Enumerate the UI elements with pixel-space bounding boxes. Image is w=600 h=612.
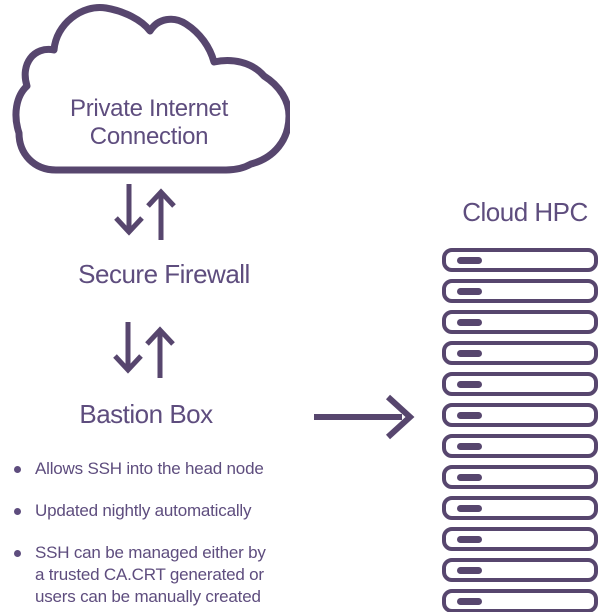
server-unit	[442, 372, 598, 396]
bullet-dot-icon	[14, 550, 21, 557]
server-led-icon	[457, 442, 482, 450]
cloud-hpc-title: Cloud HPC	[462, 197, 588, 227]
bullet-dot-icon	[14, 466, 21, 473]
bidirectional-arrows-top	[110, 184, 182, 242]
server-led-icon	[457, 473, 482, 481]
server-led-icon	[457, 566, 482, 574]
bullet-dot-icon	[14, 508, 21, 515]
up-arrow-icon	[146, 188, 176, 240]
server-unit	[442, 589, 598, 612]
server-unit	[442, 403, 598, 427]
list-item: Updated nightly automatically	[14, 500, 324, 522]
server-led-icon	[457, 411, 482, 419]
server-unit	[442, 310, 598, 334]
bidirectional-arrows-bottom	[109, 322, 181, 380]
bullet-text: Updated nightly automatically	[35, 501, 252, 520]
up-arrow-icon	[145, 326, 175, 378]
server-unit	[442, 434, 598, 458]
server-led-icon	[457, 597, 482, 605]
server-unit	[442, 465, 598, 489]
right-arrow-icon	[312, 392, 420, 442]
secure-firewall-label: Secure Firewall	[78, 259, 250, 289]
server-rack	[442, 248, 598, 612]
list-item: Allows SSH into the head node	[14, 458, 324, 480]
bullet-text: Allows SSH into the head node	[35, 459, 264, 478]
down-arrow-icon	[114, 184, 144, 236]
bastion-box-label: Bastion Box	[79, 399, 213, 429]
cloud-icon	[8, 2, 290, 174]
server-unit	[442, 558, 598, 582]
bullet-text: SSH can be managed either by a trusted C…	[35, 543, 266, 606]
down-arrow-icon	[113, 322, 143, 374]
server-unit	[442, 496, 598, 520]
server-led-icon	[457, 535, 482, 543]
server-led-icon	[457, 380, 482, 388]
server-led-icon	[457, 287, 482, 295]
bastion-bullet-list: Allows SSH into the head node Updated ni…	[14, 458, 324, 612]
server-led-icon	[457, 318, 482, 326]
cloud-label: Private Internet Connection	[70, 95, 228, 150]
server-led-icon	[457, 349, 482, 357]
server-unit	[442, 527, 598, 551]
server-led-icon	[457, 504, 482, 512]
list-item: SSH can be managed either by a trusted C…	[14, 542, 324, 608]
server-unit	[442, 279, 598, 303]
server-led-icon	[457, 256, 482, 264]
server-unit	[442, 341, 598, 365]
server-unit	[442, 248, 598, 272]
